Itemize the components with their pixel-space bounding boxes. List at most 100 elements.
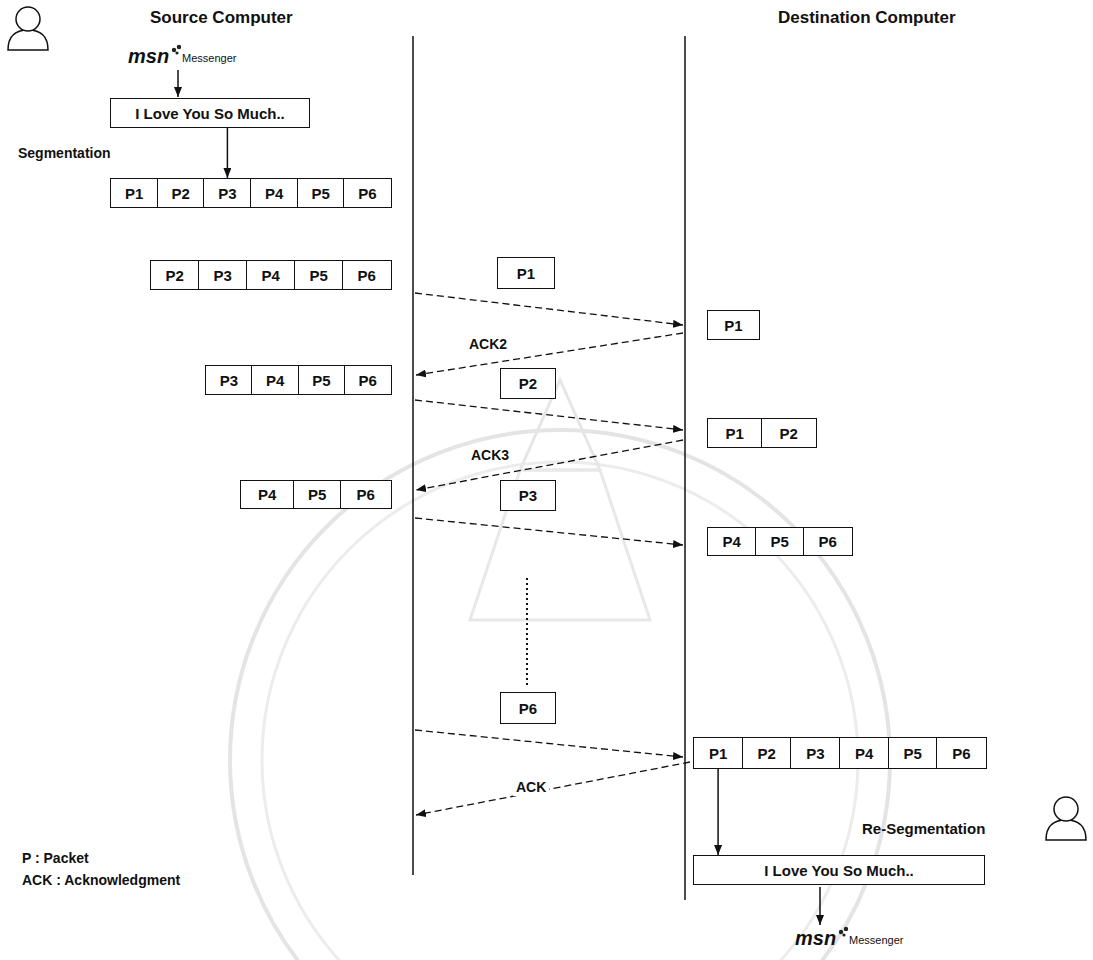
message-box: I Love You So Much.. bbox=[110, 98, 310, 128]
packet-label: P5 bbox=[771, 533, 789, 550]
packet-transfer bbox=[415, 293, 683, 325]
app-name: Messenger bbox=[182, 52, 236, 65]
packet-label: P4 bbox=[855, 745, 873, 762]
packet-label: P6 bbox=[519, 700, 537, 717]
user-head bbox=[16, 7, 40, 31]
packet-box: P4 bbox=[240, 480, 295, 509]
packet-label: P3 bbox=[806, 745, 824, 762]
packet-box: P5 bbox=[298, 365, 346, 395]
packet-label: P5 bbox=[308, 486, 326, 503]
packet-box: P2 bbox=[157, 178, 205, 208]
packet-box: P6 bbox=[500, 692, 556, 724]
packet-box: P3 bbox=[790, 737, 840, 769]
packet-label: P4 bbox=[266, 372, 284, 389]
packet-box: P5 bbox=[755, 527, 805, 556]
step-label: Segmentation bbox=[18, 145, 111, 162]
packet-label: P5 bbox=[904, 745, 922, 762]
user-head bbox=[1054, 797, 1078, 821]
packet-label: P6 bbox=[358, 185, 376, 202]
packet-box: P6 bbox=[340, 480, 392, 509]
packet-label: P3 bbox=[218, 185, 236, 202]
app-logo: msn bbox=[128, 44, 169, 68]
packet-label: P6 bbox=[358, 372, 376, 389]
packet-label: P2 bbox=[780, 425, 798, 442]
watermark-spire bbox=[470, 470, 650, 620]
packet-box: P5 bbox=[888, 737, 938, 769]
packet-box: P6 bbox=[344, 365, 392, 395]
packet-box: P3 bbox=[203, 178, 251, 208]
user-body bbox=[1046, 820, 1086, 840]
packet-box: P5 bbox=[297, 178, 345, 208]
packet-box: P4 bbox=[839, 737, 889, 769]
user-icon bbox=[8, 7, 48, 50]
ack-label: ACK2 bbox=[466, 336, 510, 353]
key-note: P : Packet bbox=[22, 850, 89, 867]
ack-label: ACK3 bbox=[468, 447, 512, 464]
timeline bbox=[412, 36, 414, 875]
app-name: Messenger bbox=[849, 934, 903, 947]
packet-label: P6 bbox=[357, 486, 375, 503]
message-box: I Love You So Much.. bbox=[693, 855, 985, 885]
packet-box: P2 bbox=[150, 260, 200, 290]
packet-label: P1 bbox=[726, 425, 744, 442]
packet-label: P4 bbox=[265, 185, 283, 202]
packet-label: P2 bbox=[172, 185, 190, 202]
packet-box: P3 bbox=[205, 365, 253, 395]
packet-box: P2 bbox=[761, 418, 817, 448]
packet-label: P1 bbox=[517, 265, 535, 282]
packet-transfer bbox=[415, 518, 683, 545]
ack-label: ACK bbox=[513, 779, 549, 796]
packet-box: P4 bbox=[246, 260, 296, 290]
packet-label: P5 bbox=[310, 267, 328, 284]
packet-label: P1 bbox=[125, 185, 143, 202]
packet-box: P4 bbox=[250, 178, 298, 208]
column-heading: Source Computer bbox=[150, 8, 293, 28]
column-heading: Destination Computer bbox=[778, 8, 956, 28]
packet-label: P2 bbox=[166, 267, 184, 284]
flow-arrow bbox=[717, 769, 719, 855]
packet-label: P3 bbox=[220, 372, 238, 389]
packet-box: P6 bbox=[803, 527, 853, 556]
packet-label: P1 bbox=[709, 745, 727, 762]
flow-arrow bbox=[819, 887, 821, 925]
packet-label: P3 bbox=[214, 267, 232, 284]
packet-box: P4 bbox=[707, 527, 757, 556]
packet-box: P6 bbox=[343, 178, 391, 208]
packet-label: P3 bbox=[519, 487, 537, 504]
key-note: ACK : Acknowledgment bbox=[22, 872, 180, 889]
packet-box: P1 bbox=[707, 418, 763, 448]
packet-box: P6 bbox=[342, 260, 392, 290]
step-label: Re-Segmentation bbox=[862, 820, 985, 838]
packet-box: P1 bbox=[693, 737, 743, 769]
continuation-dots bbox=[526, 578, 528, 688]
packet-transfer bbox=[415, 730, 683, 757]
timeline bbox=[684, 36, 686, 900]
packet-label: P6 bbox=[358, 267, 376, 284]
packet-label: P2 bbox=[758, 745, 776, 762]
packet-box: P2 bbox=[742, 737, 792, 769]
packet-label: P2 bbox=[519, 375, 537, 392]
packet-box: P3 bbox=[198, 260, 248, 290]
watermark-ring bbox=[262, 462, 858, 960]
packet-box: P1 bbox=[110, 178, 158, 208]
packet-box: P1 bbox=[497, 257, 555, 289]
packet-label: P4 bbox=[262, 267, 280, 284]
app-logo: msn bbox=[795, 926, 836, 950]
user-icon bbox=[1046, 797, 1086, 840]
packet-box: P6 bbox=[936, 737, 986, 769]
msn-butterfly bbox=[172, 45, 181, 55]
packet-box: P2 bbox=[500, 368, 556, 399]
packet-box: P3 bbox=[500, 480, 556, 511]
msn-butterfly bbox=[839, 927, 848, 937]
packet-box: P4 bbox=[251, 365, 299, 395]
packet-box: P5 bbox=[293, 480, 342, 509]
packet-label: P6 bbox=[819, 533, 837, 550]
packet-label: P1 bbox=[724, 317, 742, 334]
packet-box: P1 bbox=[707, 310, 760, 340]
message-text: I Love You So Much.. bbox=[135, 105, 284, 122]
packet-label: P4 bbox=[258, 486, 276, 503]
message-text: I Love You So Much.. bbox=[764, 862, 913, 879]
packet-label: P5 bbox=[312, 185, 330, 202]
packet-label: P5 bbox=[312, 372, 330, 389]
